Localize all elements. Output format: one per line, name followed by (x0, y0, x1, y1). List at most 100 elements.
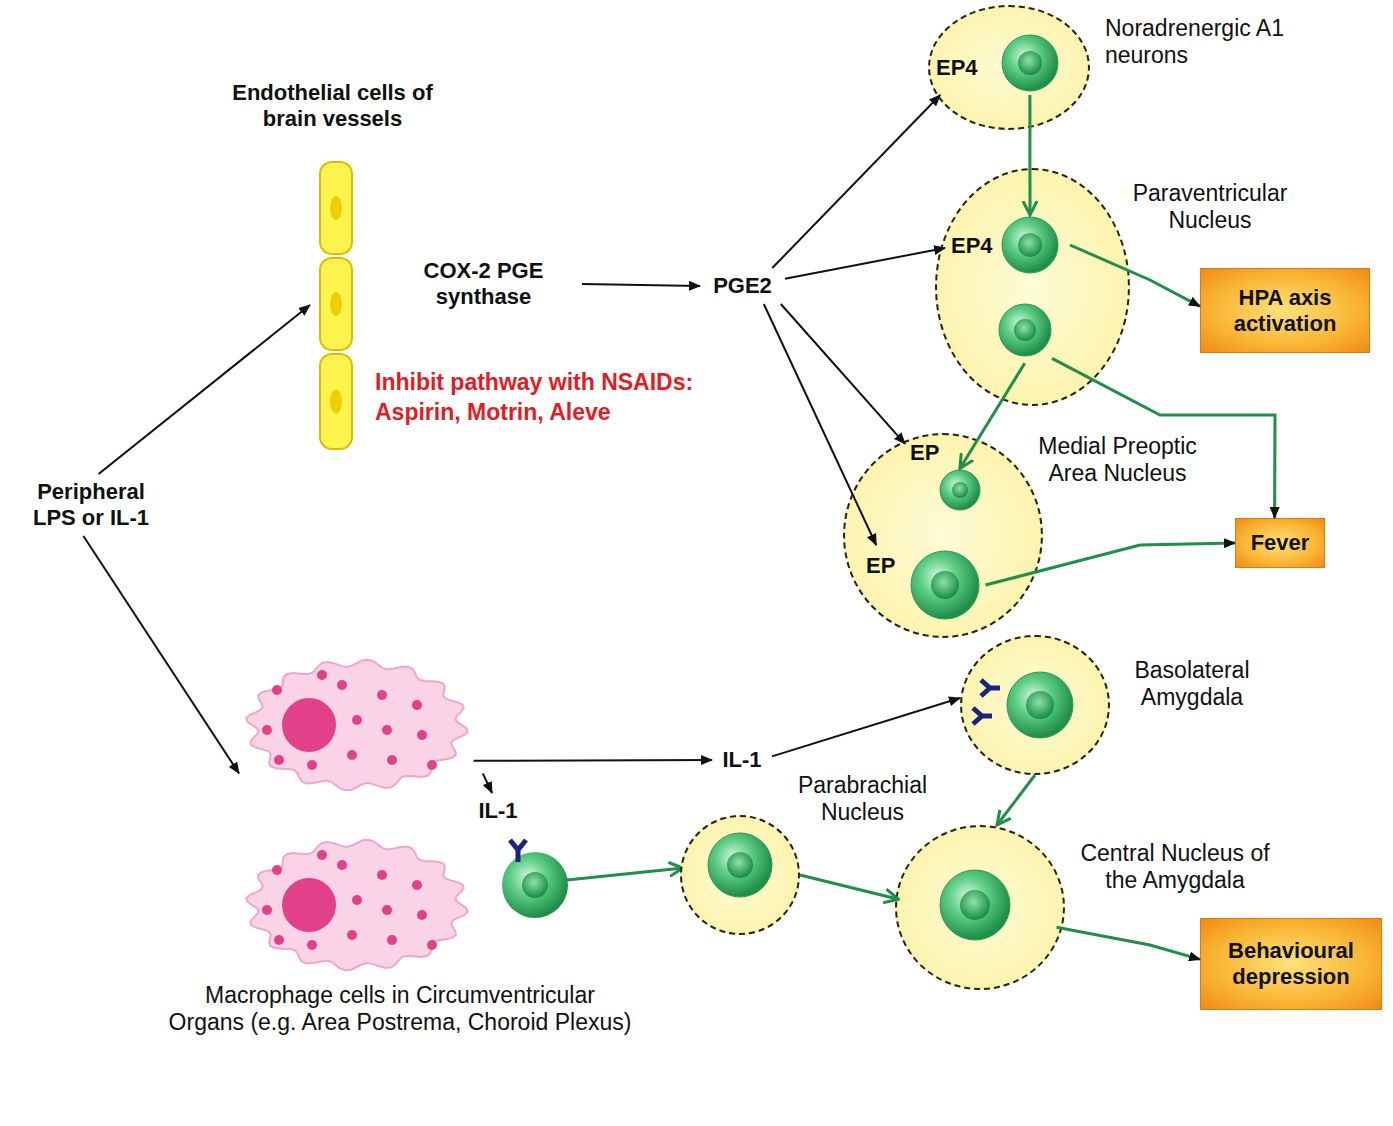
neuron-nucleus (522, 872, 548, 898)
connector-arrow (483, 773, 492, 793)
macrophage-nucleus (282, 698, 336, 752)
outcome-box: Behavioural depression (1200, 918, 1382, 1010)
nucleus-circle: Central Nucleus of the Amygdala (895, 825, 1065, 990)
node-illustration (962, 637, 1112, 777)
neuron-nucleus (1026, 691, 1054, 719)
granule-dot (417, 730, 427, 740)
node-label: Endothelial cells of brain vessels (230, 80, 435, 132)
neuron-nucleus (931, 571, 959, 599)
node-label: COX-2 PGE synthase (385, 258, 582, 310)
neuron-body (1002, 217, 1058, 273)
granule-dot (427, 940, 437, 950)
node-label: Fever (1247, 530, 1314, 556)
granule-dot (427, 760, 437, 770)
connector-arrow (99, 305, 310, 474)
cytokine-label: IL-1 (712, 742, 772, 778)
connector-arrow (772, 95, 940, 268)
node-label: Macrophage cells in Circumventricular Or… (165, 982, 635, 1036)
neuron-nucleus (952, 482, 968, 498)
neuron-nucleus (727, 852, 753, 878)
note-label: Inhibit pathway with NSAIDs: Aspirin, Mo… (375, 368, 775, 428)
connector-arrow (772, 698, 960, 756)
macrophage-nucleus (282, 878, 336, 932)
granule-dot (377, 690, 387, 700)
cytokine-label: IL-1 (468, 793, 528, 829)
granule-dot (262, 905, 272, 915)
endothelial-cell (320, 354, 352, 449)
node-label: Parabrachial Nucleus (785, 772, 940, 826)
granule-dot (307, 940, 317, 950)
granule-dot (274, 935, 284, 945)
granule-dot (382, 905, 392, 915)
node-label: Paraventricular Nucleus (1115, 180, 1305, 234)
macrophage-cell (246, 840, 467, 971)
cell-nucleus (330, 292, 342, 316)
neuron-body (708, 833, 772, 897)
connector-arrow (83, 536, 239, 773)
neuron-nucleus (1018, 51, 1042, 75)
node-label: EP (866, 553, 906, 579)
granule-dot (347, 930, 357, 940)
cell-nucleus (330, 196, 342, 220)
outcome-box: Fever (1235, 518, 1325, 568)
granule-dot (417, 910, 427, 920)
connector-arrow (764, 304, 876, 545)
node-label: Noradrenergic A1 neurons (1105, 15, 1295, 69)
neuron-body (940, 870, 1010, 940)
connector-arrow (474, 759, 712, 762)
node-label: Behavioural depression (1201, 938, 1381, 990)
nucleus-circle: Noradrenergic A1 neuronsEP4 (928, 5, 1090, 130)
enzyme-label: COX-2 PGE synthase (385, 252, 582, 316)
node-label: PGE2 (709, 273, 776, 299)
node-label: HPA axis activation (1201, 285, 1369, 337)
granule-dot (352, 895, 362, 905)
receptor-symbol (981, 680, 1000, 696)
connector-arrow (997, 775, 1035, 825)
nucleus-circle: Basolateral Amygdala (960, 635, 1110, 775)
granule-dot (382, 725, 392, 735)
neuron-body (940, 470, 980, 510)
connector-arrow (781, 304, 905, 444)
nucleus-circle: Paraventricular NucleusEP4 (935, 168, 1130, 406)
neuron: EP (860, 545, 995, 625)
connector-arrow (800, 875, 898, 899)
cell-nucleus (330, 390, 342, 414)
node-illustration (897, 827, 1067, 992)
neuron-body (502, 852, 568, 918)
axon-line (567, 868, 683, 880)
granule-dot (412, 880, 422, 890)
node-label: Central Nucleus of the Amygdala (1070, 840, 1280, 894)
neuron-nucleus (960, 890, 990, 920)
node-label: EP (910, 440, 950, 466)
nucleus-circle: Medial Preoptic Area NucleusEPEP (843, 433, 1043, 638)
endothelial-cell (320, 258, 352, 350)
granule-dot (387, 755, 397, 765)
neuron-body (999, 304, 1051, 356)
node-label: Peripheral LPS or IL-1 (15, 479, 167, 531)
granule-dot (317, 670, 327, 680)
node-illustration (682, 817, 802, 937)
node-label: EP4 (951, 233, 1001, 259)
macrophage-group: Macrophage cells in Circumventricular Or… (170, 660, 630, 1080)
neuron: EP4 (935, 35, 1065, 95)
granule-dot (307, 760, 317, 770)
node-label: IL-1 (718, 747, 765, 773)
node-label: Basolateral Amygdala (1117, 657, 1267, 711)
granule-dot (387, 935, 397, 945)
granule-dot (352, 715, 362, 725)
neuron-body (1002, 35, 1058, 91)
granule-dot (337, 680, 347, 690)
nucleus-circle: Parabrachial Nucleus (680, 815, 800, 935)
node-label: Medial Preoptic Area Nucleus (1020, 433, 1215, 487)
granule-dot (274, 755, 284, 765)
receptor-symbol (973, 708, 992, 724)
node-illustration (937, 170, 1132, 408)
granule-dot (317, 850, 327, 860)
granule-dot (272, 865, 282, 875)
endothelium-group: Endothelial cells of brain vessels (230, 80, 435, 455)
macrophage-cell (246, 660, 467, 791)
node-label: EP4 (936, 55, 986, 81)
neuron: EP (905, 440, 995, 515)
